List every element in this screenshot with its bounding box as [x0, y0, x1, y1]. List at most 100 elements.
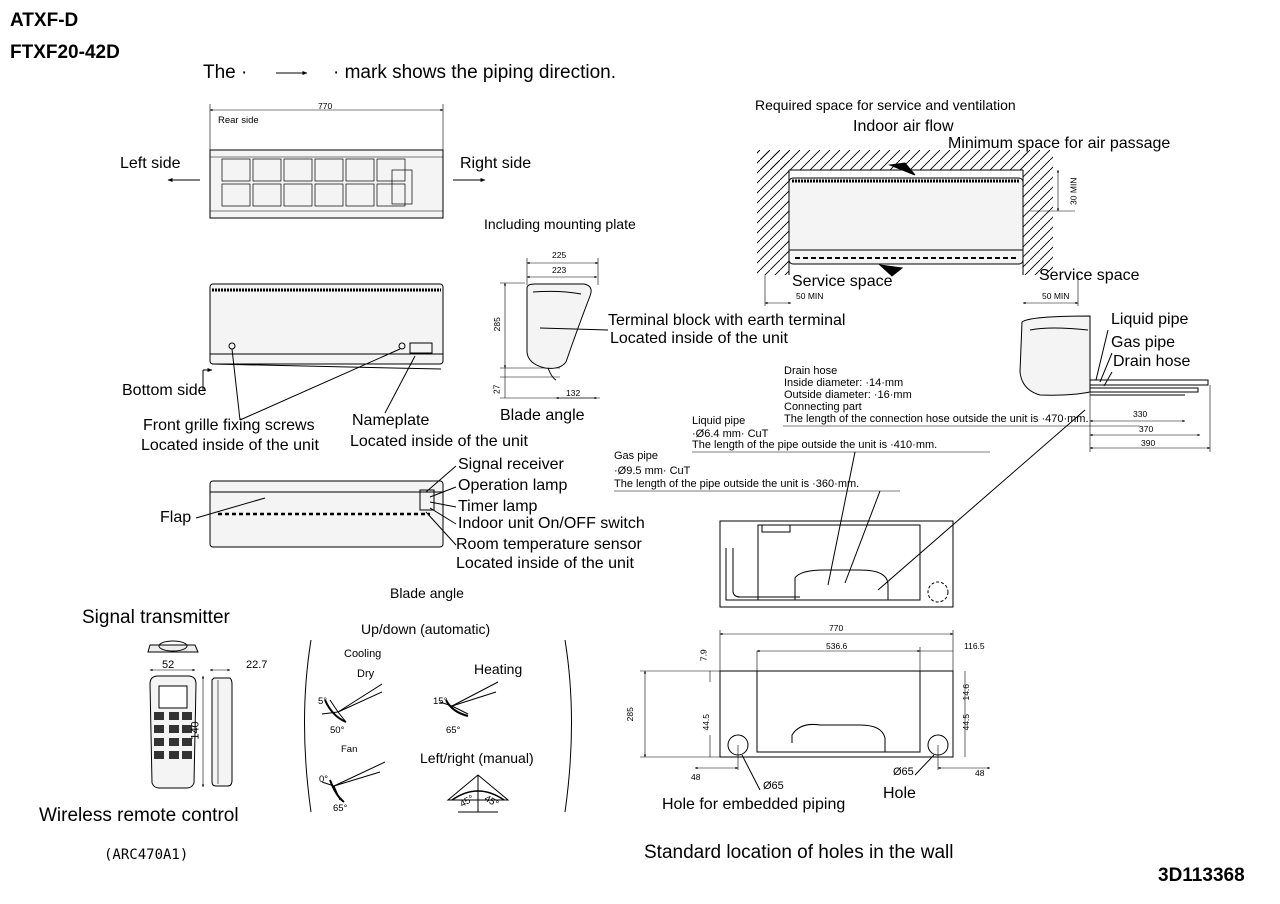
piping-side-drawing [614, 315, 1211, 591]
dim-225: 225 [552, 250, 567, 260]
dim-223: 223 [552, 265, 567, 275]
remote-title: Wireless remote control [39, 805, 239, 826]
terminal-block-label: Terminal block with earth terminal [608, 312, 846, 329]
liquid-length-note: The length of the pipe outside the unit … [692, 439, 938, 451]
dim-285-wall: 285 [624, 707, 635, 722]
required-space-label: Required space for service and ventilati… [755, 97, 1016, 113]
signal-receiver-label: Signal receiver [458, 456, 564, 473]
gas-pipe-label: Gas pipe [1111, 334, 1176, 351]
flap-view-unit [195, 465, 457, 548]
dim-7-9: 7.9 [698, 649, 709, 662]
dim-285-side: 285 [491, 317, 502, 332]
gas-length-note: The length of the pipe outside the unit … [614, 478, 860, 490]
dim-50min-right: 50 MIN [1042, 291, 1070, 301]
operation-lamp-label: Operation lamp [458, 477, 568, 494]
room-temp-sensor-location: Located inside of the unit [456, 555, 634, 572]
dim-44-5-left: 44.5 [701, 713, 712, 731]
angle-65-heating: 65° [446, 725, 461, 736]
service-space-left: Service space [792, 273, 893, 290]
signal-transmitter-label: Signal transmitter [82, 607, 230, 628]
drain-length-note: The length of the connection hose outsid… [784, 413, 1089, 425]
model-line-1: ATXF-D [10, 10, 79, 31]
top-view-unit [167, 104, 486, 219]
angle-50: 50° [330, 725, 345, 736]
dim-390: 390 [1141, 438, 1156, 448]
side-view-unit [500, 258, 609, 400]
left-side-label: Left side [120, 155, 181, 172]
drain-outside-diameter: Outside diameter: ·16·mm [784, 389, 912, 401]
flap-label: Flap [160, 509, 192, 526]
front-grille-location: Located inside of the unit [141, 437, 319, 454]
nameplate-label: Nameplate [352, 412, 430, 429]
dim-770-top: 770 [318, 101, 333, 111]
dim-536-6: 536.6 [826, 641, 848, 651]
remote-control-drawing [147, 640, 233, 789]
embedded-hole-label: Hole for embedded piping [662, 796, 846, 813]
bottom-side-label: Bottom side [122, 382, 207, 399]
terminal-block-location: Located inside of the unit [610, 330, 788, 347]
drain-hose-title: Drain hose [784, 365, 838, 377]
dim-48-left: 48 [691, 772, 701, 782]
dim-116-5: 116.5 [964, 641, 985, 651]
heating-label: Heating [474, 661, 523, 677]
blade-angle-drawings [304, 639, 572, 813]
blade-angle-side-label: Blade angle [500, 407, 585, 424]
nameplate-location: Located inside of the unit [350, 433, 528, 450]
dim-30min: 30 MIN [1068, 177, 1079, 205]
angle-15: 15° [433, 696, 448, 707]
dim-50min-left: 50 MIN [796, 291, 824, 301]
dia-65-right: Ø65 [893, 766, 914, 778]
dim-14-6: 14.6 [961, 683, 972, 701]
liquid-pipe-title: Liquid pipe [692, 415, 746, 427]
dim-27: 27 [491, 384, 502, 394]
minimum-space-label: Minimum space for air passage [948, 135, 1171, 152]
dim-52: 52 [162, 659, 175, 671]
angle-0: 0° [319, 774, 329, 785]
blade-angle-heading: Blade angle [390, 585, 464, 601]
wall-holes-drawing [640, 630, 991, 791]
right-side-label: Right side [460, 155, 532, 172]
onoff-switch-label: Indoor unit On/OFF switch [458, 515, 645, 532]
rear-side-label: Rear side [218, 115, 259, 126]
wall-holes-title: Standard location of holes in the wall [644, 842, 954, 863]
gas-pipe-title: Gas pipe [614, 450, 659, 462]
gas-pipe-size: ·Ø9.5 mm· CuT [614, 465, 691, 477]
angle-5: 5° [318, 696, 328, 707]
piping-note-suffix: · mark shows the piping direction. [333, 62, 617, 83]
dim-22-7: 22.7 [246, 659, 268, 671]
dim-44-5-right: 44.5 [961, 713, 972, 731]
including-plate-label: Including mounting plate [484, 216, 636, 232]
dim-132: 132 [566, 388, 581, 398]
liquid-pipe-size: ·Ø6.4 mm· CuT [692, 428, 769, 440]
dim-770-wall: 770 [829, 623, 844, 633]
service-space-right: Service space [1039, 267, 1140, 284]
piping-note-prefix: The · [203, 62, 248, 83]
room-temp-sensor-label: Room temperature sensor [456, 536, 642, 553]
timer-lamp-label: Timer lamp [458, 498, 538, 515]
dim-370: 370 [1139, 424, 1154, 434]
indoor-air-flow-label: Indoor air flow [853, 118, 954, 135]
cooling-label: Cooling [344, 648, 382, 660]
front-grille-label: Front grille fixing screws [143, 417, 315, 434]
drain-hose-label: Drain hose [1113, 353, 1191, 370]
service-space-drawing [757, 150, 1079, 306]
dim-48-right: 48 [975, 768, 985, 778]
dim-330: 330 [1133, 409, 1148, 419]
drawing-number: 3D113368 [1158, 865, 1245, 886]
angle-65-fan: 65° [333, 803, 348, 814]
model-line-2: FTXF20-42D [10, 42, 120, 63]
mounting-plate-rear [719, 520, 954, 608]
updown-label: Up/down (automatic) [361, 621, 491, 637]
front-view-unit [202, 283, 444, 421]
drain-inside-diameter: Inside diameter: ·14·mm [784, 377, 904, 389]
fan-label: Fan [341, 744, 358, 755]
dia-65-left: Ø65 [763, 780, 784, 792]
liquid-pipe-label: Liquid pipe [1111, 311, 1189, 328]
hole-label: Hole [883, 785, 916, 802]
remote-model: (ARC470A1) [104, 847, 189, 863]
dim-140: 140 [189, 721, 202, 740]
drain-connecting-part: Connecting part [784, 401, 862, 413]
leftright-label: Left/right (manual) [420, 750, 534, 766]
